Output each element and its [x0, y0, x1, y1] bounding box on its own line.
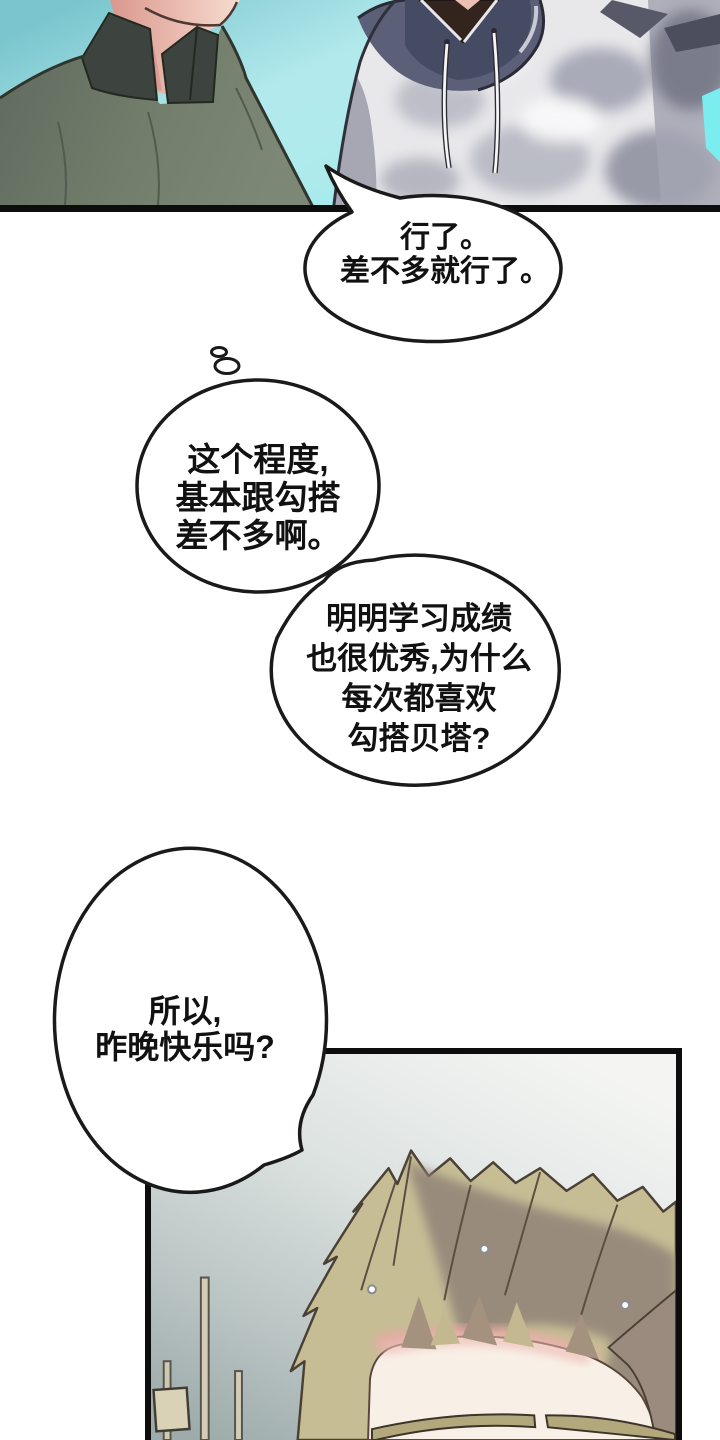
eyelet-right [491, 28, 497, 34]
panel-bottom-art [151, 1054, 676, 1440]
panel-bottom [145, 1048, 682, 1440]
collar-fold [189, 26, 198, 101]
shirt-right-outline [220, 25, 314, 205]
hair-sparkles [367, 1244, 631, 1311]
collar-left [80, 11, 159, 102]
shoulder-strap-2 [664, 14, 720, 52]
shirt-folds [57, 87, 263, 205]
character-green-shirt [0, 0, 314, 205]
chin-sliver [455, 0, 480, 10]
wall-sign [152, 1386, 191, 1433]
speech-bubble-2-text: 明明学习成绩 也很优秀,为什么 每次都喜欢 勾搭贝塔? [306, 601, 532, 756]
shirt-body [0, 26, 312, 205]
hood-trim [419, 0, 499, 43]
background-poles [152, 1276, 243, 1440]
shoulder-outline [0, 54, 85, 100]
thought-dot-large [213, 357, 241, 375]
panel-top [0, 0, 720, 212]
collar-right [160, 25, 220, 105]
hood-lining [518, 5, 539, 54]
character-gray-hoodie [332, 0, 720, 205]
drawstrings [441, 32, 501, 174]
hair-fringe [401, 1296, 599, 1360]
shoulder-strap-1 [600, 0, 668, 38]
hair-strands [360, 1156, 619, 1316]
character-tan-hair [289, 1149, 676, 1440]
hood-inner [405, 0, 532, 80]
speech-bubble-2 [269, 553, 561, 787]
speech-bubble-1-text: 行了。 差不多就行了。 [340, 221, 550, 288]
thought-bubble [135, 378, 381, 594]
hair-side-right [607, 1289, 676, 1440]
eyebrows [370, 1413, 676, 1440]
jaw-line [144, 1, 239, 27]
panel-top-art [0, 0, 720, 205]
background-gap [702, 88, 720, 162]
eyelet-left [444, 39, 450, 45]
thought-bubble-text: 这个程度, 基本跟勾搭 差不多啊。 [175, 441, 341, 554]
thought-dot-small [210, 346, 228, 358]
